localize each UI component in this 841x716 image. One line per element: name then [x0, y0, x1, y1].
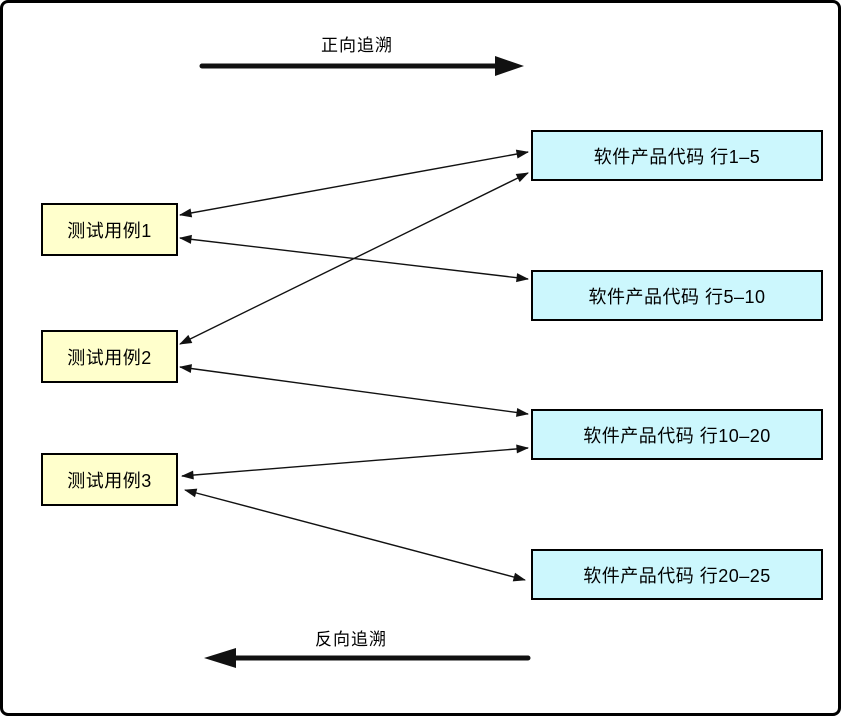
- backward-trace-label: 反向追溯: [315, 630, 387, 649]
- test-case-1-label: 测试用例1: [67, 220, 152, 241]
- backward-trace-arrow: [204, 648, 531, 668]
- code-lines-5-10-label: 软件产品代码 行5–10: [588, 286, 766, 307]
- forward-trace-arrow: [199, 56, 524, 76]
- trace-link-tc3-code4: [184, 488, 526, 582]
- trace-link-tc1-code1: [179, 149, 529, 218]
- node-test-case-3: 测试用例3: [41, 453, 178, 506]
- code-lines-1-5-label: 软件产品代码 行1–5: [593, 146, 761, 167]
- trace-link-tc3-code3: [181, 444, 529, 480]
- node-code-lines-1-5: 软件产品代码 行1–5: [531, 130, 823, 181]
- trace-link-tc1-code2: [179, 234, 529, 283]
- node-test-case-2: 测试用例2: [41, 330, 178, 383]
- test-case-3-label: 测试用例3: [67, 470, 152, 491]
- trace-link-tc2-code3: [179, 364, 529, 417]
- node-code-lines-5-10: 软件产品代码 行5–10: [531, 270, 823, 321]
- node-code-lines-20-25: 软件产品代码 行20–25: [531, 549, 823, 600]
- forward-trace-label: 正向追溯: [321, 36, 393, 55]
- code-lines-20-25-label: 软件产品代码 行20–25: [583, 565, 771, 586]
- code-lines-10-20-label: 软件产品代码 行10–20: [583, 425, 771, 446]
- trace-links: [179, 149, 529, 582]
- node-test-case-1: 测试用例1: [41, 203, 178, 256]
- test-case-2-label: 测试用例2: [67, 347, 152, 368]
- trace-link-tc2-code1: [179, 172, 529, 345]
- node-code-lines-10-20: 软件产品代码 行10–20: [531, 409, 823, 460]
